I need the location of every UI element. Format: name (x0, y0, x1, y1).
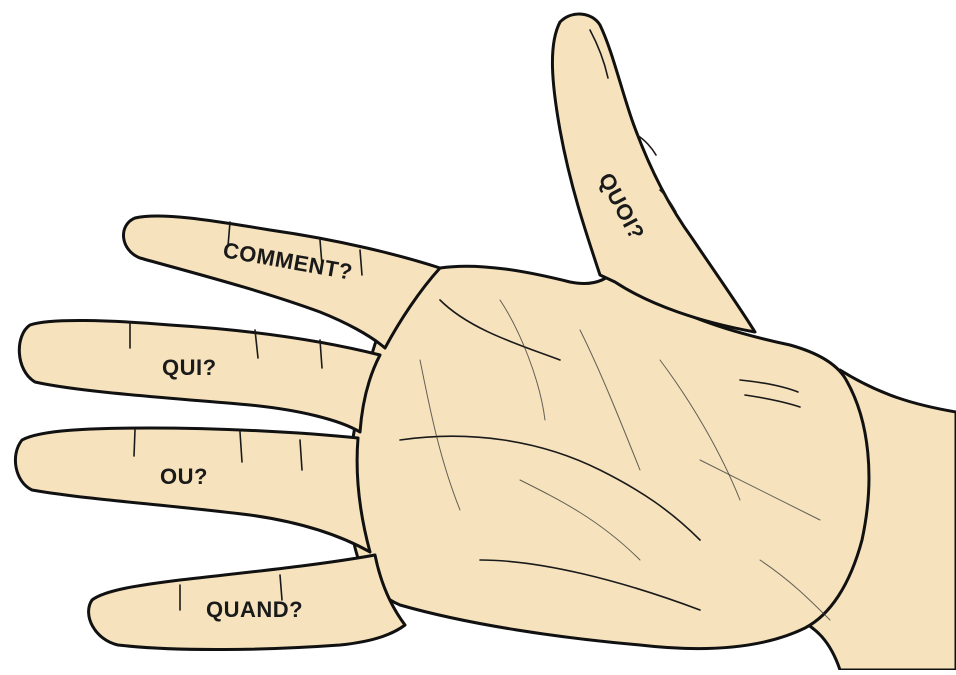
middle-finger-label: QUI? (162, 355, 217, 380)
ring-finger-label: OU? (160, 464, 208, 489)
ring-finger-shape (15, 428, 370, 552)
palm-shape (349, 266, 869, 648)
little-finger-label: QUAND? (206, 597, 303, 622)
